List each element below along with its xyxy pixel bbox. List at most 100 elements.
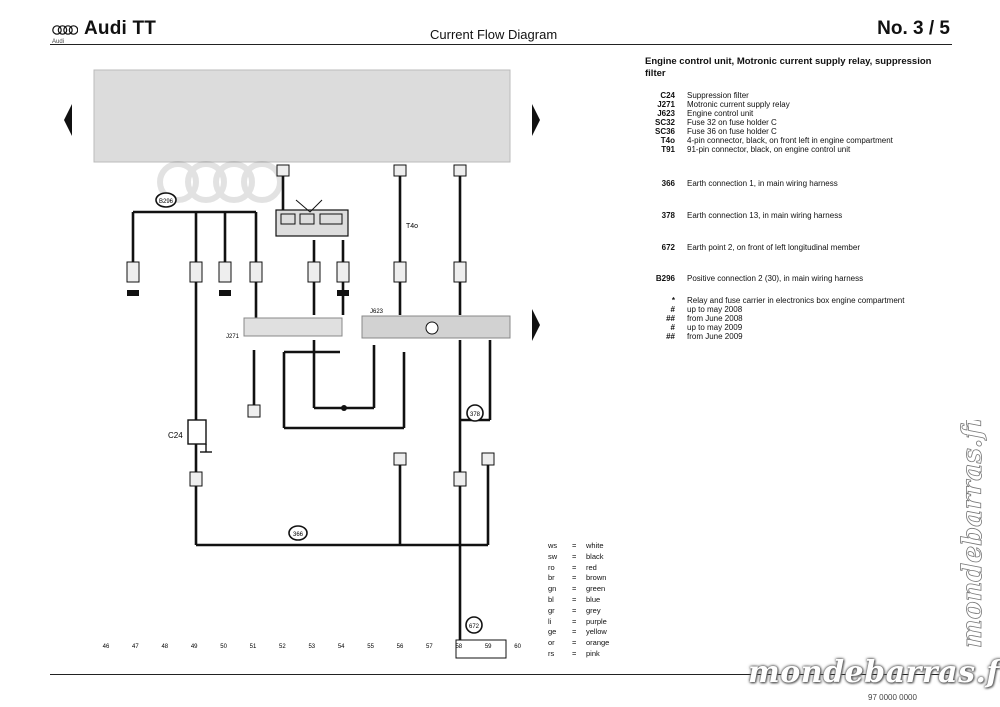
color-item: ws=white bbox=[548, 541, 609, 552]
color-name: green bbox=[586, 584, 606, 594]
color-abbr: br bbox=[548, 573, 555, 583]
pin-tag-label: T4o bbox=[406, 223, 418, 230]
track-number: 59 bbox=[485, 644, 492, 650]
nav-next-arrow-icon[interactable] bbox=[532, 104, 540, 136]
header-divider bbox=[50, 44, 952, 45]
nav-next-arrow-lower-icon[interactable] bbox=[532, 309, 540, 341]
watermark-horizontal: mondebarras.fr bbox=[748, 655, 1000, 690]
color-equals: = bbox=[572, 562, 577, 572]
legend-item: ##from June 2008 bbox=[625, 314, 743, 323]
color-abbr: rs bbox=[548, 648, 555, 658]
nav-prev-arrow-icon[interactable] bbox=[64, 104, 72, 136]
color-item: or = orange bbox=[548, 638, 609, 649]
color-item: bl=blue bbox=[548, 595, 609, 606]
track-number: 50 bbox=[220, 644, 227, 650]
color-name: black bbox=[586, 551, 604, 561]
page-number: No. 3 / 5 bbox=[877, 18, 950, 39]
track-number: 56 bbox=[397, 644, 404, 650]
color-abbr: ro bbox=[548, 562, 555, 572]
color-abbr: bl bbox=[548, 594, 554, 604]
legend-item: SC32 Fuse 32 on fuse holder C bbox=[625, 118, 777, 127]
footer-code: 97 0000 0000 bbox=[868, 693, 917, 702]
color-item: gr = grey bbox=[548, 606, 609, 617]
track-number: 60 bbox=[514, 644, 521, 650]
color-abbr: gn bbox=[548, 584, 557, 594]
color-equals: = bbox=[572, 616, 577, 626]
legend-text: 4-pin connector, black, on front left in… bbox=[687, 136, 893, 145]
track-number: 51 bbox=[250, 644, 257, 650]
color-item: gn = green bbox=[548, 584, 609, 595]
brand-name: Audi TT bbox=[84, 18, 157, 39]
color-name: grey bbox=[586, 605, 601, 615]
color-item: ge=yellow bbox=[548, 627, 609, 638]
legend-text: from June 2009 bbox=[687, 332, 743, 341]
node-366-marker bbox=[288, 525, 308, 541]
color-abbr: sw bbox=[548, 551, 558, 561]
legend-item: B296 Positive connection 2 (30), in main … bbox=[625, 274, 863, 283]
color-item: li=purple bbox=[548, 617, 609, 628]
legend-code: C24 bbox=[660, 91, 675, 100]
color-equals: = bbox=[572, 627, 577, 637]
color-name: brown bbox=[586, 573, 607, 583]
color-equals: = bbox=[572, 648, 577, 658]
track-number: 46 bbox=[103, 644, 110, 650]
legend-heading: Engine control unit, Motronic current su… bbox=[645, 56, 932, 79]
watermark-vertical: mondebarras.fr bbox=[957, 420, 989, 648]
legend-text: Earth connection 13, in main wiring harn… bbox=[687, 211, 843, 220]
track-number: 52 bbox=[279, 644, 286, 650]
color-equals: = bbox=[572, 584, 577, 594]
relay-tag-label: J271 bbox=[226, 334, 240, 340]
legend-code: 672 bbox=[661, 243, 675, 252]
legend-item: 672 Earth point 2, on front of left longi… bbox=[625, 243, 860, 252]
color-equals: = bbox=[572, 605, 577, 615]
legend-code: J623 bbox=[657, 109, 675, 118]
legend-code: ## bbox=[666, 314, 675, 323]
ecu-tag-label: J623 bbox=[370, 309, 384, 315]
page-title: Current Flow Diagram bbox=[430, 27, 558, 42]
node-672-marker bbox=[465, 616, 483, 634]
track-number: 48 bbox=[161, 644, 168, 650]
track-number: 49 bbox=[191, 644, 198, 650]
legend-code: SC36 bbox=[654, 127, 675, 136]
legend-code: SC32 bbox=[654, 118, 675, 127]
color-name: red bbox=[586, 562, 597, 572]
track-number: 53 bbox=[308, 644, 315, 650]
connector-boxes bbox=[126, 164, 507, 659]
legend-text: Earth point 2, on front of left longitud… bbox=[687, 243, 860, 252]
legend-code: T91 bbox=[661, 145, 675, 154]
audi-watermark-rings-icon bbox=[157, 161, 283, 203]
color-abbr: gr bbox=[548, 605, 555, 615]
legend-item: ## from June 2009 bbox=[625, 332, 743, 341]
legend-code: B296 bbox=[655, 274, 675, 283]
suppression-filter-c24 bbox=[187, 419, 207, 445]
legend-item: *Relay and fuse carrier in electronics b… bbox=[625, 296, 905, 305]
color-abbr: ws bbox=[548, 541, 558, 550]
color-equals: = bbox=[572, 594, 577, 604]
legend-item: #up to may 2009 bbox=[625, 323, 743, 332]
legend-text: Fuse 32 on fuse holder C bbox=[687, 118, 777, 127]
legend-text: Relay and fuse carrier in electronics bo… bbox=[687, 296, 905, 305]
color-name: yellow bbox=[586, 627, 607, 637]
legend-code: ## bbox=[666, 332, 675, 341]
track-number: 47 bbox=[132, 644, 139, 650]
legend-code: J271 bbox=[657, 100, 675, 109]
color-item: ro = red bbox=[548, 563, 609, 574]
legend-code: T4o bbox=[660, 136, 675, 145]
track-number: 57 bbox=[426, 644, 433, 650]
node-378-marker bbox=[466, 404, 484, 422]
color-item: br=brown bbox=[548, 573, 609, 584]
relay-module-box bbox=[243, 317, 343, 337]
color-abbr: or bbox=[548, 638, 555, 648]
legend-item: T4o 4-pin connector, black, on front left… bbox=[625, 136, 893, 145]
color-name: orange bbox=[586, 638, 610, 648]
legend-code: # bbox=[670, 305, 675, 314]
color-equals: = bbox=[572, 638, 577, 648]
legend-text: Positive connection 2 (30), in main wiri… bbox=[687, 274, 864, 283]
node-672-label: 672 bbox=[469, 624, 480, 630]
